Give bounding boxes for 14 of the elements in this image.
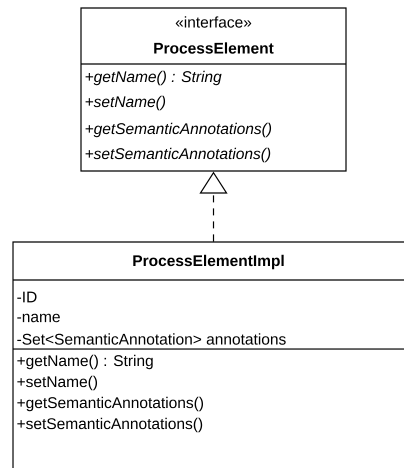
method-label: +setName() — [86, 96, 166, 110]
method-label: +setSemanticAnnotations() — [17, 418, 202, 432]
method-label: +getSemanticAnnotations() — [17, 396, 204, 412]
class-name: ProcessElement — [154, 42, 274, 54]
method-label: +getName() : String — [17, 354, 153, 370]
stereotype-label: «interface» — [176, 16, 252, 28]
attribute-label: -Set<SemanticAnnotation> annotations — [17, 333, 286, 345]
attribute-label: -ID — [17, 292, 37, 302]
method-label: +setName() — [17, 376, 98, 390]
attribute-label: -name — [17, 314, 60, 322]
method-label: +getSemanticAnnotations() — [86, 122, 272, 138]
method-label: +getName() : String — [86, 70, 222, 86]
class-name: ProcessElementImpl — [133, 254, 284, 270]
method-label: +setSemanticAnnotations() — [86, 148, 270, 162]
